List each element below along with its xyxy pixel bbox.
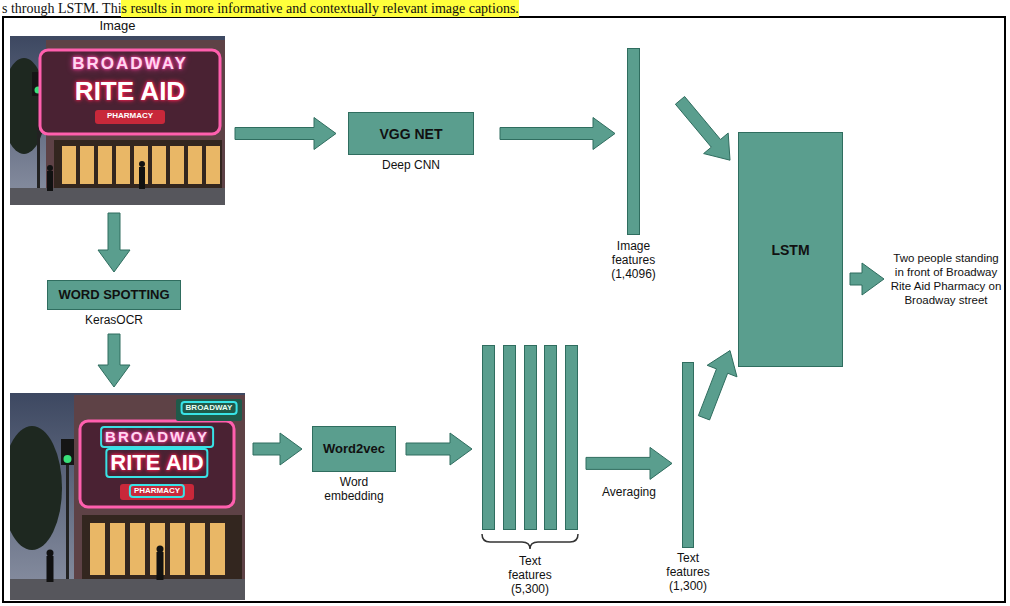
flow-arrow [253, 433, 302, 465]
sign-text: RITE AID [75, 76, 185, 107]
street [10, 579, 245, 600]
process-box: LSTM [738, 132, 843, 367]
neon-sign [80, 421, 234, 507]
detected-word: RITE AID [105, 448, 208, 478]
storefront [54, 140, 222, 188]
ocr-photo: BROADWAYRITE AIDPHARMACYBROADWAY [10, 393, 245, 600]
street-sign [176, 399, 242, 421]
frame-border [3, 17, 1005, 602]
detected-word: BROADWAY [100, 426, 214, 448]
sign-text: BROADWAY [72, 54, 188, 74]
box-title: Word2vec [323, 441, 385, 457]
feature-bar [544, 345, 557, 530]
feature-bar [565, 345, 578, 530]
feature-bar [482, 345, 495, 530]
feature-vector: Image features (1,4096) [627, 48, 640, 235]
flow-arrow [98, 334, 130, 387]
flow-arrow [500, 118, 615, 150]
cropped-caption: s through LSTM. This results in more inf… [2, 0, 519, 17]
sign-text: PHARMACY [107, 111, 153, 121]
flow-arrow [586, 447, 672, 479]
process-box: VGG NETDeep CNN [348, 112, 474, 155]
green-light [64, 455, 72, 463]
vector-caption: Text features (1,300) [658, 551, 718, 593]
detected-word: PHARMACY [129, 484, 185, 498]
building [74, 395, 245, 579]
feature-bar [524, 345, 537, 530]
flow-arrow [675, 97, 730, 161]
box-title: VGG NET [379, 125, 442, 142]
process-box: Word2vecWord embedding [312, 426, 396, 472]
grouping-brace [482, 534, 578, 549]
pharmacy-band [95, 110, 165, 124]
sky [10, 36, 225, 205]
feature-bar [503, 345, 516, 530]
box-title: WORD SPOTTING [58, 287, 169, 303]
box-caption: Deep CNN [351, 158, 471, 172]
flow-arrow [406, 433, 472, 465]
feature-vector: Text features (1,300) [682, 362, 694, 548]
storefront [82, 515, 242, 579]
box-title: LSTM [771, 241, 809, 258]
input-photo: ImageBROADWAYRITE AIDPHARMACY [10, 36, 225, 205]
detected-word: BROADWAY [181, 401, 238, 415]
neon-sign [40, 50, 220, 134]
output-arrow [850, 263, 884, 295]
edge-label: Averaging [602, 485, 656, 499]
flow-arrow [235, 118, 336, 150]
tree [10, 426, 62, 550]
image-heading: Image [99, 18, 135, 34]
box-caption: Word embedding [321, 475, 387, 503]
pharmacy-band [120, 484, 194, 500]
process-box: WORD SPOTTINGKerasOCR [47, 280, 181, 310]
pedestrians [47, 546, 164, 583]
pedestrians [47, 161, 145, 191]
traffic-light [61, 439, 74, 465]
ocr-photo [10, 393, 245, 600]
box-caption: KerasOCR [54, 313, 174, 327]
street [10, 188, 225, 205]
flow-arrow [698, 351, 737, 420]
output-caption: Two people standing in front of Broadway… [890, 251, 1002, 307]
vector-caption: Image features (1,4096) [604, 239, 664, 281]
vector-caption: Text features (5,300) [500, 554, 560, 596]
flow-arrow [98, 213, 130, 272]
feature-matrix: Text features (5,300) [482, 345, 578, 530]
